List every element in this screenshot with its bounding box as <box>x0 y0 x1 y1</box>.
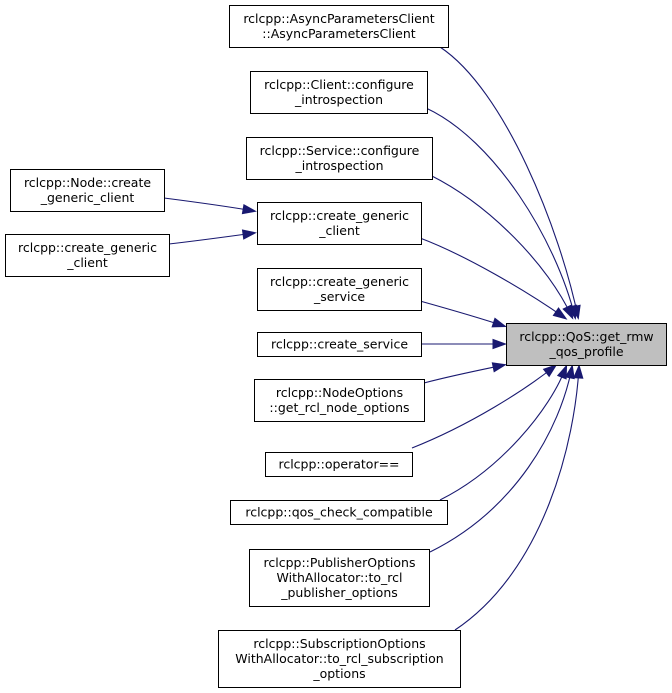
edge-line <box>439 366 567 501</box>
arrowhead-icon <box>491 317 507 328</box>
node-label-line: rclcpp::create_service <box>271 337 408 352</box>
node-box <box>257 268 422 311</box>
node-label-line: rclcpp::operator== <box>278 457 399 472</box>
node-label-line: _publisher_options <box>280 585 398 600</box>
node-label-line: _generic_client <box>40 190 135 205</box>
node-box <box>254 379 425 422</box>
edge-create_generic_service-to-get_rmw_qos_profile <box>419 300 507 328</box>
edges-layer <box>163 46 584 631</box>
arrowhead-icon <box>491 362 507 373</box>
arrowhead-icon <box>241 229 257 240</box>
arrowhead-icon <box>241 203 257 215</box>
node-label-line: rclcpp::Service::configure <box>260 143 420 158</box>
node-box <box>250 71 428 114</box>
edge-qos_check_compatible-to-get_rmw_qos_profile <box>439 364 568 501</box>
edge-line <box>163 197 255 212</box>
node-box <box>257 332 422 357</box>
arrowhead-icon <box>492 338 507 350</box>
arrowhead-icon <box>573 364 584 379</box>
edge-publisher_options_to_rcl-to-get_rmw_qos_profile <box>429 364 575 553</box>
node-label-line: _client <box>318 223 360 238</box>
edge-create_service-to-get_rmw_qos_profile <box>421 338 507 350</box>
node-box <box>5 234 170 277</box>
caller-node-publisher_options_to_rcl[interactable]: rclcpp::PublisherOptionsWithAllocator::t… <box>249 549 430 607</box>
node-label-line: _options <box>312 666 365 681</box>
edge-create_generic_client_mid-to-get_rmw_qos_profile <box>419 237 568 320</box>
edge-operator_eq-to-get_rmw_qos_profile <box>411 364 558 449</box>
node-box <box>265 452 413 477</box>
arrowhead-icon <box>552 307 568 320</box>
node-label-line: rclcpp::create_generic <box>270 208 409 223</box>
node-label-line: rclcpp::qos_check_compatible <box>245 505 433 520</box>
node-label-line: rclcpp::PublisherOptions <box>264 555 416 570</box>
nodes-layer: rclcpp::AsyncParametersClient::AsyncPara… <box>5 5 667 688</box>
caller-node-get_rcl_node_options[interactable]: rclcpp::NodeOptions::get_rcl_node_option… <box>254 379 425 422</box>
node-box <box>246 137 433 180</box>
node-label-line: rclcpp::QoS::get_rmw <box>519 329 653 344</box>
node-label-line: ::AsyncParametersClient <box>262 26 416 41</box>
edge-line <box>439 46 579 318</box>
edge-line <box>454 366 580 631</box>
edge-get_rcl_node_options-to-get_rmw_qos_profile <box>423 362 507 384</box>
edge-service_configure_introspection-to-get_rmw_qos_profile <box>429 174 574 320</box>
node-box <box>10 169 165 212</box>
edge-line <box>411 365 556 449</box>
target-node-get_rmw_qos_profile[interactable]: rclcpp::QoS::get_rmw_qos_profile <box>506 323 667 366</box>
edge-line <box>425 107 576 318</box>
caller-node-subscription_options_to_rcl[interactable]: rclcpp::SubscriptionOptionsWithAllocator… <box>218 630 461 688</box>
caller-node-create_generic_client_mid[interactable]: rclcpp::create_generic_client <box>257 202 422 245</box>
edge-node_create_generic_client-to-create_generic_client_mid <box>163 197 257 215</box>
caller-node-client_configure_introspection[interactable]: rclcpp::Client::configure_introspection <box>250 71 428 114</box>
caller-node-create_generic_client_left[interactable]: rclcpp::create_generic_client <box>5 234 170 277</box>
arrowhead-icon <box>562 304 574 320</box>
arrowhead-icon <box>564 364 575 380</box>
node-label-line: _client <box>66 255 108 270</box>
node-box <box>229 5 449 48</box>
node-box <box>230 500 448 525</box>
node-label-line: _qos_profile <box>548 344 623 359</box>
caller-node-operator_eq[interactable]: rclcpp::operator== <box>265 452 413 477</box>
edge-line <box>168 232 255 245</box>
edge-line <box>429 174 573 318</box>
caller-node-async_params_client[interactable]: rclcpp::AsyncParametersClient::AsyncPara… <box>229 5 449 48</box>
node-box <box>218 630 461 688</box>
node-label-line: ::get_rcl_node_options <box>269 400 409 415</box>
node-label-line: rclcpp::Client::configure <box>264 77 414 92</box>
node-box <box>249 549 430 607</box>
caller-node-qos_check_compatible[interactable]: rclcpp::qos_check_compatible <box>230 500 448 525</box>
node-label-line: WithAllocator::to_rcl_subscription <box>235 651 443 666</box>
node-label-line: _introspection <box>294 158 383 173</box>
node-box <box>506 323 667 366</box>
node-label-line: rclcpp::SubscriptionOptions <box>253 636 425 651</box>
node-label-line: _introspection <box>294 92 383 107</box>
edge-create_generic_client_left-to-create_generic_client_mid <box>168 229 257 245</box>
edge-line <box>419 237 566 319</box>
caller-node-create_service[interactable]: rclcpp::create_service <box>257 332 422 357</box>
caller-node-node_create_generic_client[interactable]: rclcpp::Node::create_generic_client <box>10 169 165 212</box>
edge-client_configure_introspection-to-get_rmw_qos_profile <box>425 107 578 320</box>
node-label-line: rclcpp::AsyncParametersClient <box>243 11 434 26</box>
edge-line <box>423 364 505 384</box>
node-label-line: WithAllocator::to_rcl <box>277 570 403 585</box>
node-box <box>257 202 422 245</box>
node-label-line: rclcpp::create_generic <box>270 274 409 289</box>
arrowhead-icon <box>556 364 568 380</box>
caller-node-create_generic_service[interactable]: rclcpp::create_generic_service <box>257 268 422 311</box>
arrowhead-icon <box>542 364 558 378</box>
node-label-line: rclcpp::NodeOptions <box>276 385 403 400</box>
edge-line <box>429 366 573 553</box>
caller-node-service_configure_introspection[interactable]: rclcpp::Service::configure_introspection <box>246 137 433 180</box>
edge-subscription_options_to_rcl-to-get_rmw_qos_profile <box>454 364 584 631</box>
edge-line <box>419 300 505 327</box>
node-label-line: rclcpp::create_generic <box>18 240 157 255</box>
node-label-line: _service <box>313 289 365 304</box>
node-label-line: rclcpp::Node::create <box>24 175 151 190</box>
